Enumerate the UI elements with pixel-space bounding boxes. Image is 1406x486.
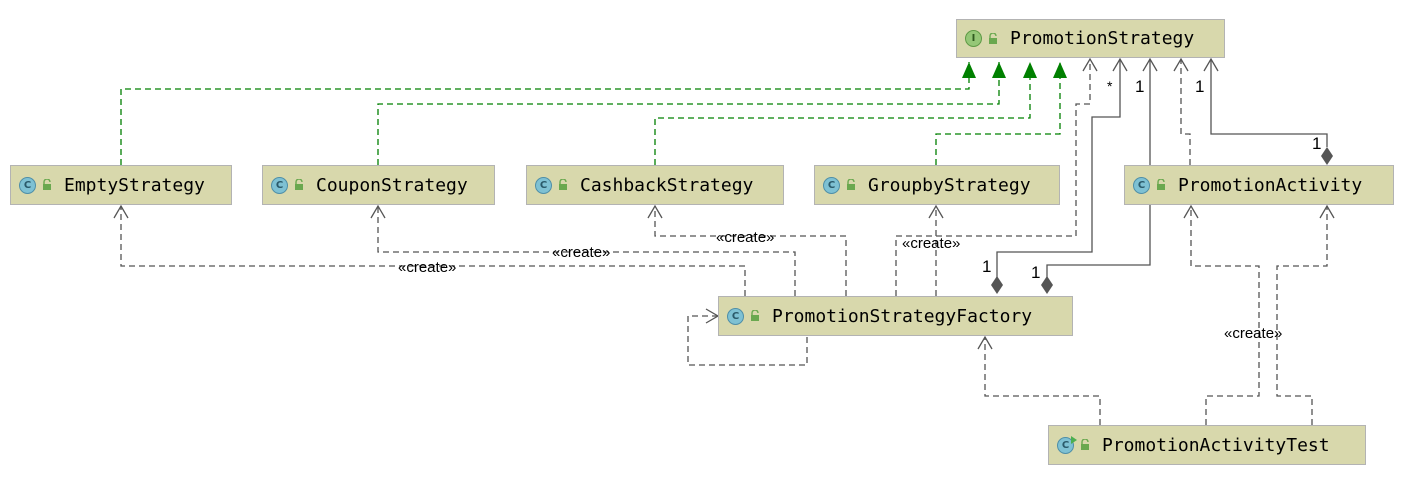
lock-open-icon <box>43 179 51 190</box>
multiplicity-one: 1 <box>1312 134 1322 153</box>
dependency-activity-to-strategy[interactable] <box>1173 57 1191 165</box>
composition-factory-strategy-b[interactable] <box>1041 57 1158 294</box>
create-dependency-activity[interactable] <box>1183 204 1260 425</box>
create-dependency-groupby[interactable] <box>928 204 944 296</box>
lock-open-icon <box>559 179 567 190</box>
lock-open-icon <box>847 179 855 190</box>
create-label-groupby: «create» <box>902 235 961 252</box>
node-label: CashbackStrategy <box>580 174 754 196</box>
lock-open-icon <box>1081 439 1089 450</box>
create-label-activity: «create» <box>1224 325 1283 342</box>
node-empty-strategy[interactable]: C EmptyStrategy <box>10 165 232 205</box>
interface-icon: I <box>965 30 982 47</box>
create-dependency-cashback[interactable] <box>647 204 847 296</box>
node-label: PromotionActivityTest <box>1102 434 1330 456</box>
realization-empty-strategy[interactable] <box>120 62 976 165</box>
test-class-icon: C <box>1057 435 1077 454</box>
create-label-empty: «create» <box>398 259 457 276</box>
dependency-test-to-activity[interactable] <box>1276 204 1335 425</box>
node-groupby-strategy[interactable]: C GroupbyStrategy <box>814 165 1060 205</box>
composition-factory-strategy-a[interactable] <box>991 57 1128 294</box>
node-label: GroupbyStrategy <box>868 174 1031 196</box>
multiplicity-star: * <box>1107 78 1113 94</box>
multiplicity-one: 1 <box>982 257 992 276</box>
class-icon: C <box>823 176 840 194</box>
class-icon: C <box>271 176 288 194</box>
lock-open-icon <box>295 179 303 190</box>
lock-open-icon <box>751 310 759 321</box>
realization-cashback-strategy[interactable] <box>654 62 1037 165</box>
composition-activity-strategy[interactable] <box>1203 57 1333 165</box>
dependency-test-to-factory[interactable] <box>977 335 1101 425</box>
dependency-factory-to-strategy[interactable] <box>895 57 1098 296</box>
node-promotion-activity-test[interactable]: C PromotionActivityTest <box>1048 425 1366 465</box>
create-label-coupon: «create» <box>552 244 611 261</box>
node-cashback-strategy[interactable]: C CashbackStrategy <box>526 165 784 205</box>
lock-open-icon <box>1157 179 1165 190</box>
class-icon: C <box>1133 176 1150 194</box>
node-label: PromotionActivity <box>1178 174 1363 196</box>
node-label: EmptyStrategy <box>64 174 205 196</box>
class-icon: C <box>727 307 744 325</box>
class-icon: C <box>535 176 552 194</box>
node-promotion-activity[interactable]: C PromotionActivity <box>1124 165 1394 205</box>
multiplicity-one: 1 <box>1031 263 1041 282</box>
create-label-cashback: «create» <box>716 229 775 246</box>
lock-open-icon <box>989 32 997 44</box>
realization-coupon-strategy[interactable] <box>377 62 1006 165</box>
multiplicity-one: 1 <box>1195 77 1205 96</box>
multiplicity-one: 1 <box>1135 77 1145 96</box>
node-label: PromotionStrategy <box>1010 28 1195 49</box>
node-promotion-strategy-factory[interactable]: C PromotionStrategyFactory <box>718 296 1073 336</box>
create-dependency-coupon[interactable] <box>370 204 796 296</box>
node-label: PromotionStrategyFactory <box>772 305 1033 327</box>
node-promotion-strategy[interactable]: I PromotionStrategy <box>956 19 1225 58</box>
node-label: CouponStrategy <box>316 174 468 196</box>
create-dependency-empty[interactable] <box>113 204 746 296</box>
node-coupon-strategy[interactable]: C CouponStrategy <box>262 165 495 205</box>
class-icon: C <box>19 176 36 194</box>
realization-groupby-strategy[interactable] <box>935 62 1067 165</box>
